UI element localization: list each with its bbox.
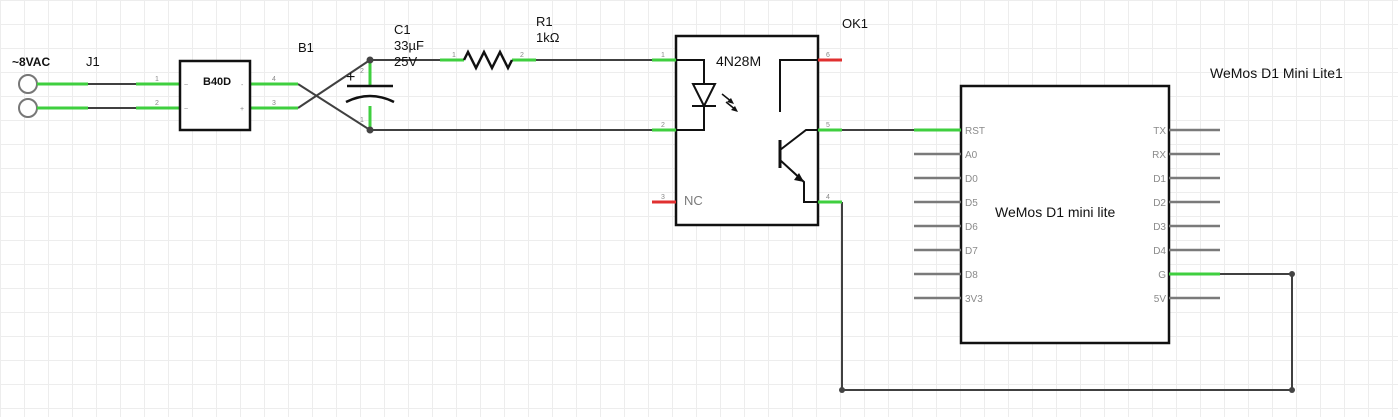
- connector-j1[interactable]: ~8VAC J1: [12, 54, 100, 118]
- wemos-pin-a0-label: A0: [965, 150, 978, 161]
- junction-c1-bottom: [366, 126, 374, 134]
- ok1-ref: OK1: [842, 16, 868, 31]
- b1-mark-ac1: ~: [184, 82, 188, 89]
- b1-pin-3-num: 3: [272, 100, 276, 107]
- b1-pin-2-num: 2: [155, 100, 159, 107]
- b1-part: B40D: [203, 76, 231, 88]
- c1-value: 33µF: [394, 38, 424, 53]
- ok1-pin-1-num: 1: [661, 52, 665, 59]
- wemos-pin-d1-label: D1: [1153, 174, 1166, 185]
- wemos-pin-3v3-label: 3V3: [965, 294, 983, 305]
- wemos-pin-rst-label: RST: [965, 126, 985, 137]
- b1-pin-1-num: 1: [155, 76, 159, 83]
- phototransistor-icon: [778, 59, 818, 203]
- wemos-body-label: WeMos D1 mini lite: [995, 204, 1116, 220]
- wire-b1-minus-cross[interactable]: [297, 83, 371, 131]
- j1-terminal-2[interactable]: [18, 98, 38, 118]
- capacitor-c1[interactable]: C1 33µF 25V + 2 1: [345, 22, 424, 134]
- wemos-pin-d3-label: D3: [1153, 222, 1166, 233]
- ok1-nc-label: NC: [684, 193, 703, 208]
- j1-terminal-1[interactable]: [18, 74, 38, 94]
- junction-gnd-top: [1289, 271, 1295, 277]
- resistor-r1[interactable]: R1 1kΩ 1 2: [440, 14, 560, 71]
- wemos-pin-d8-label: D8: [965, 270, 978, 281]
- c1-plate-negative: [345, 94, 395, 104]
- led-icon: [676, 59, 738, 131]
- c1-voltage: 25V: [394, 54, 417, 69]
- c1-plus-icon: +: [346, 69, 355, 86]
- r1-zigzag: [462, 49, 514, 71]
- wemos-pin-tx-label: TX: [1153, 126, 1166, 137]
- j1-label: ~8VAC: [12, 55, 50, 69]
- b1-mark-plus: +: [240, 106, 244, 113]
- optocoupler-ok1[interactable]: OK1 4N28M NC 1 2 3 6 5 4: [652, 16, 868, 227]
- junction-gnd-corner: [1289, 387, 1295, 393]
- wemos-pin-d0-label: D0: [965, 174, 978, 185]
- ok1-pin-6-num: 6: [826, 52, 830, 59]
- wemos-pin-5v-label: 5V: [1154, 294, 1167, 305]
- b1-ref: B1: [298, 40, 314, 55]
- c1-pin-1-num: 1: [360, 117, 364, 124]
- ok1-pin-5-num: 5: [826, 122, 830, 129]
- wemos-body[interactable]: [959, 84, 1171, 345]
- b1-mark-minus: -: [241, 82, 244, 89]
- wemos-pin-d5-label: D5: [965, 198, 978, 209]
- r1-pin-2-num: 2: [520, 52, 524, 59]
- bridge-b1[interactable]: B1 B40D 1 2 4 3 ~ ~ - +: [136, 40, 314, 132]
- r1-ref: R1: [536, 14, 553, 29]
- wemos-pin-d4-label: D4: [1153, 246, 1166, 257]
- c1-ref: C1: [394, 22, 411, 37]
- wemos-title: WeMos D1 Mini Lite1: [1210, 65, 1343, 81]
- r1-pin-1-num: 1: [452, 52, 456, 59]
- junction-c1-top: [366, 56, 374, 64]
- ok1-part: 4N28M: [716, 53, 761, 69]
- b1-mark-ac2: ~: [184, 106, 188, 113]
- wemos-pin-rx-label: RX: [1152, 150, 1166, 161]
- junction-ok1-bottom: [839, 387, 845, 393]
- wemos-pin-g-label: G: [1158, 270, 1166, 281]
- wire-b1-plus-cross[interactable]: [297, 59, 371, 109]
- wemos-pin-d2-label: D2: [1153, 198, 1166, 209]
- b1-body[interactable]: [178, 59, 252, 132]
- wemos-pin-d7-label: D7: [965, 246, 978, 257]
- wemos-d1-mini-lite[interactable]: WeMos D1 Mini Lite1 WeMos D1 mini lite R…: [914, 65, 1343, 345]
- wemos-pin-d6-label: D6: [965, 222, 978, 233]
- ok1-pin-4-num: 4: [826, 194, 830, 201]
- r1-value: 1kΩ: [536, 30, 560, 45]
- b1-pin-4-num: 4: [272, 76, 276, 83]
- j1-ref: J1: [86, 54, 100, 69]
- ok1-pin-3-num: 3: [661, 194, 665, 201]
- ok1-pin-2-num: 2: [661, 122, 665, 129]
- c1-pin-2-num: 2: [360, 68, 364, 75]
